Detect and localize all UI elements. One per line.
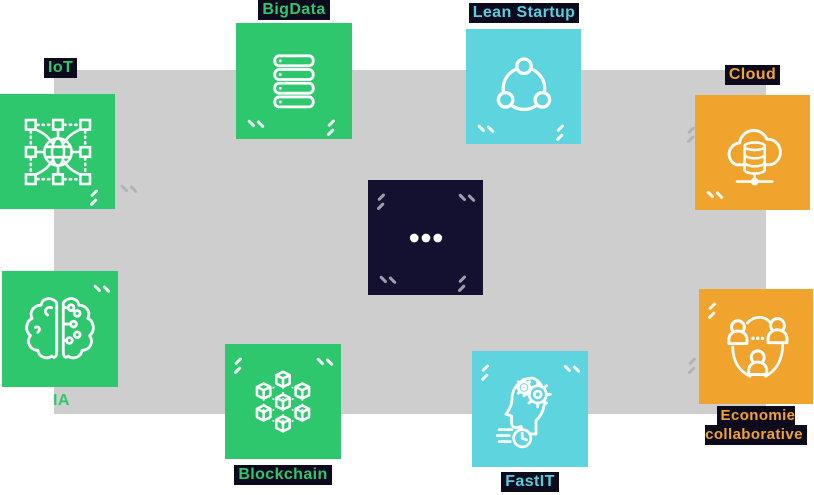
sparkle-mark xyxy=(247,119,256,128)
linked-cubes-icon xyxy=(255,370,311,433)
tile-fastit xyxy=(472,351,588,467)
label-bigdata-text: BigData xyxy=(258,0,330,20)
sparkle-mark xyxy=(458,193,467,202)
label-ia: IA xyxy=(53,391,70,411)
label-lean-startup: Lean Startup xyxy=(458,3,590,23)
tile-economie-collaborative xyxy=(699,289,813,404)
label-blockchain-text: Blockchain xyxy=(234,465,332,485)
head-gears-clock-icon xyxy=(495,376,552,449)
cloud-database-icon xyxy=(727,128,782,185)
sparkle-mark xyxy=(377,193,386,202)
label-fastit-text: FastIT xyxy=(501,472,559,492)
label-iot: IoT xyxy=(44,58,78,78)
label-lean-startup-text: Lean Startup xyxy=(468,3,580,23)
tile-ia xyxy=(2,271,118,387)
brain-circuit-icon xyxy=(25,297,95,360)
label-blockchain: Blockchain xyxy=(225,465,341,485)
ellipsis-icon xyxy=(409,233,442,242)
label-cloud-text: Cloud xyxy=(724,65,781,85)
label-ia-text: IA xyxy=(53,392,70,409)
tile-blockchain xyxy=(225,344,341,459)
tile-center-ellipsis xyxy=(368,180,483,295)
sparkle-mark xyxy=(379,275,388,284)
people-network-icon xyxy=(727,315,789,378)
iot-network-globe-icon xyxy=(24,118,91,185)
label-economie-collaborative: Economie collaborative xyxy=(697,406,814,445)
label-economie-collaborative-text: Economie collaborative xyxy=(705,406,807,445)
tile-lean-startup xyxy=(466,29,581,144)
label-cloud: Cloud xyxy=(695,65,810,85)
tile-iot xyxy=(0,94,115,209)
server-stack-icon xyxy=(273,54,315,109)
cycle-nodes-icon xyxy=(496,56,551,111)
tile-cloud xyxy=(695,95,810,210)
tile-bigdata xyxy=(236,23,352,139)
label-fastit: FastIT xyxy=(472,472,588,492)
label-iot-text: IoT xyxy=(44,58,78,78)
sparkle-mark xyxy=(458,275,467,284)
label-bigdata: BigData xyxy=(236,0,352,20)
sparkle-mark xyxy=(327,119,336,128)
